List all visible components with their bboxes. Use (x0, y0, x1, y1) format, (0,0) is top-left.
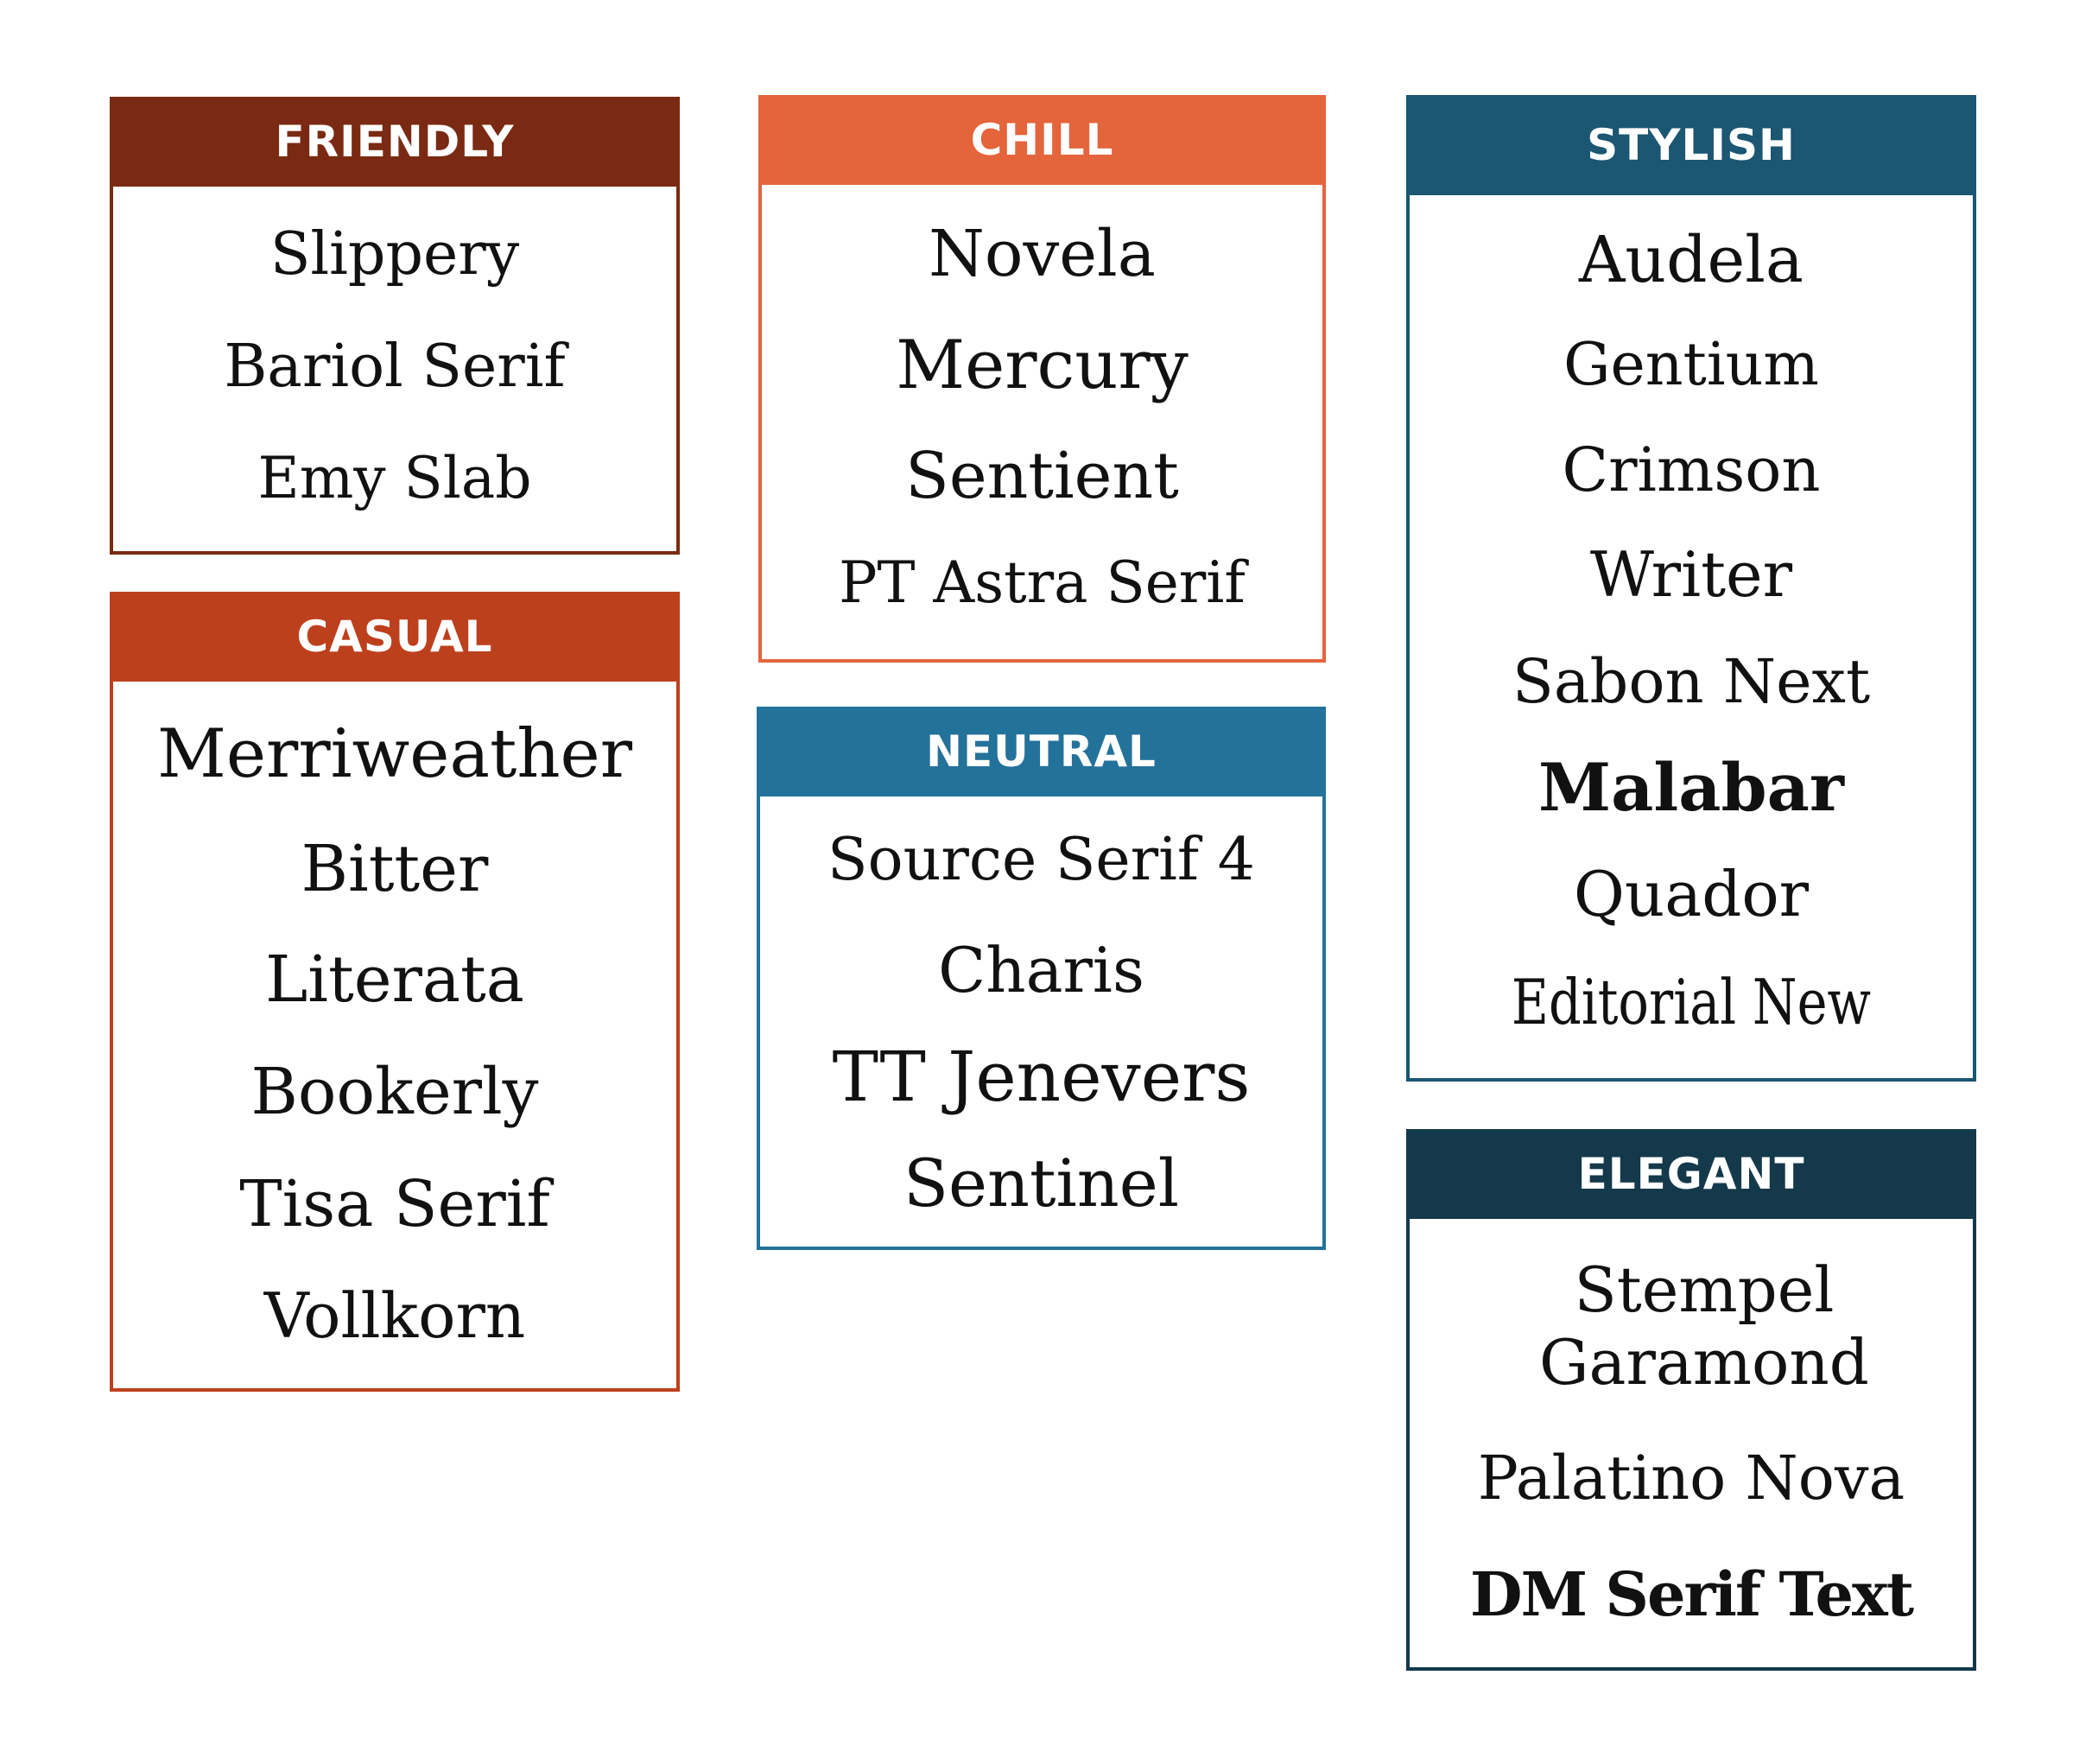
card-header-friendly: FRIENDLY (110, 97, 680, 187)
font-name: Stempel Garamond (1539, 1253, 1869, 1399)
font-name: DM Serif Text (1469, 1558, 1914, 1630)
font-name: Sentient (905, 439, 1179, 513)
card-header-casual: CASUAL (110, 592, 680, 682)
font-name: Charis (938, 934, 1144, 1006)
font-name: Writer (1589, 538, 1793, 611)
card-neutral: NEUTRAL Source Serif 4 Charis TT Jenever… (757, 707, 1326, 1250)
font-name: Bookerly (250, 1055, 539, 1129)
card-friendly: FRIENDLY Slippery Bariol Serif Emy Slab (110, 97, 680, 555)
font-name: Tisa Serif (239, 1167, 550, 1241)
card-header-neutral: NEUTRAL (757, 707, 1326, 796)
font-name: Quador (1573, 858, 1810, 930)
font-name: Slippery (269, 220, 520, 289)
font-name: PT Astra Serif (839, 549, 1246, 616)
font-name: Source Serif 4 (827, 826, 1255, 894)
category-title-elegant: ELEGANT (1577, 1149, 1805, 1199)
font-name: Novela (929, 217, 1156, 291)
font-name: Sabon Next (1512, 646, 1871, 717)
font-name: Sentinel (903, 1145, 1180, 1221)
category-title-neutral: NEUTRAL (926, 727, 1157, 777)
card-elegant: ELEGANT Stempel Garamond Palatino Nova D… (1406, 1129, 1976, 1671)
font-name: Bariol Serif (224, 333, 566, 401)
card-casual: CASUAL Merriweather Bitter Literata Book… (110, 592, 680, 1392)
font-name: Bitter (301, 832, 489, 906)
font-name: Malabar (1538, 749, 1844, 826)
font-name: Merriweather (157, 715, 632, 793)
category-title-stylish: STYLISH (1587, 120, 1796, 170)
category-title-casual: CASUAL (296, 612, 493, 662)
category-title-chill: CHILL (970, 115, 1114, 165)
font-name: Crimson (1562, 435, 1821, 505)
font-name: Literata (265, 942, 524, 1017)
font-name: TT Jenevers (832, 1037, 1251, 1117)
font-name: Editorial New (1511, 966, 1872, 1038)
font-name: Emy Slab (257, 445, 532, 511)
card-header-stylish: STYLISH (1406, 95, 1976, 195)
card-header-elegant: ELEGANT (1406, 1129, 1976, 1219)
font-name: Palatino Nova (1477, 1443, 1905, 1513)
category-title-friendly: FRIENDLY (275, 117, 515, 167)
font-name: Gentium (1563, 331, 1819, 399)
font-name: Vollkorn (263, 1279, 526, 1352)
card-header-chill: CHILL (758, 95, 1326, 185)
font-name: Mercury (896, 327, 1189, 404)
card-stylish: STYLISH Audela Gentium Crimson Writer Sa… (1406, 95, 1976, 1082)
card-chill: CHILL Novela Mercury Sentient PT Astra S… (758, 95, 1326, 663)
font-name: Audela (1578, 223, 1804, 297)
